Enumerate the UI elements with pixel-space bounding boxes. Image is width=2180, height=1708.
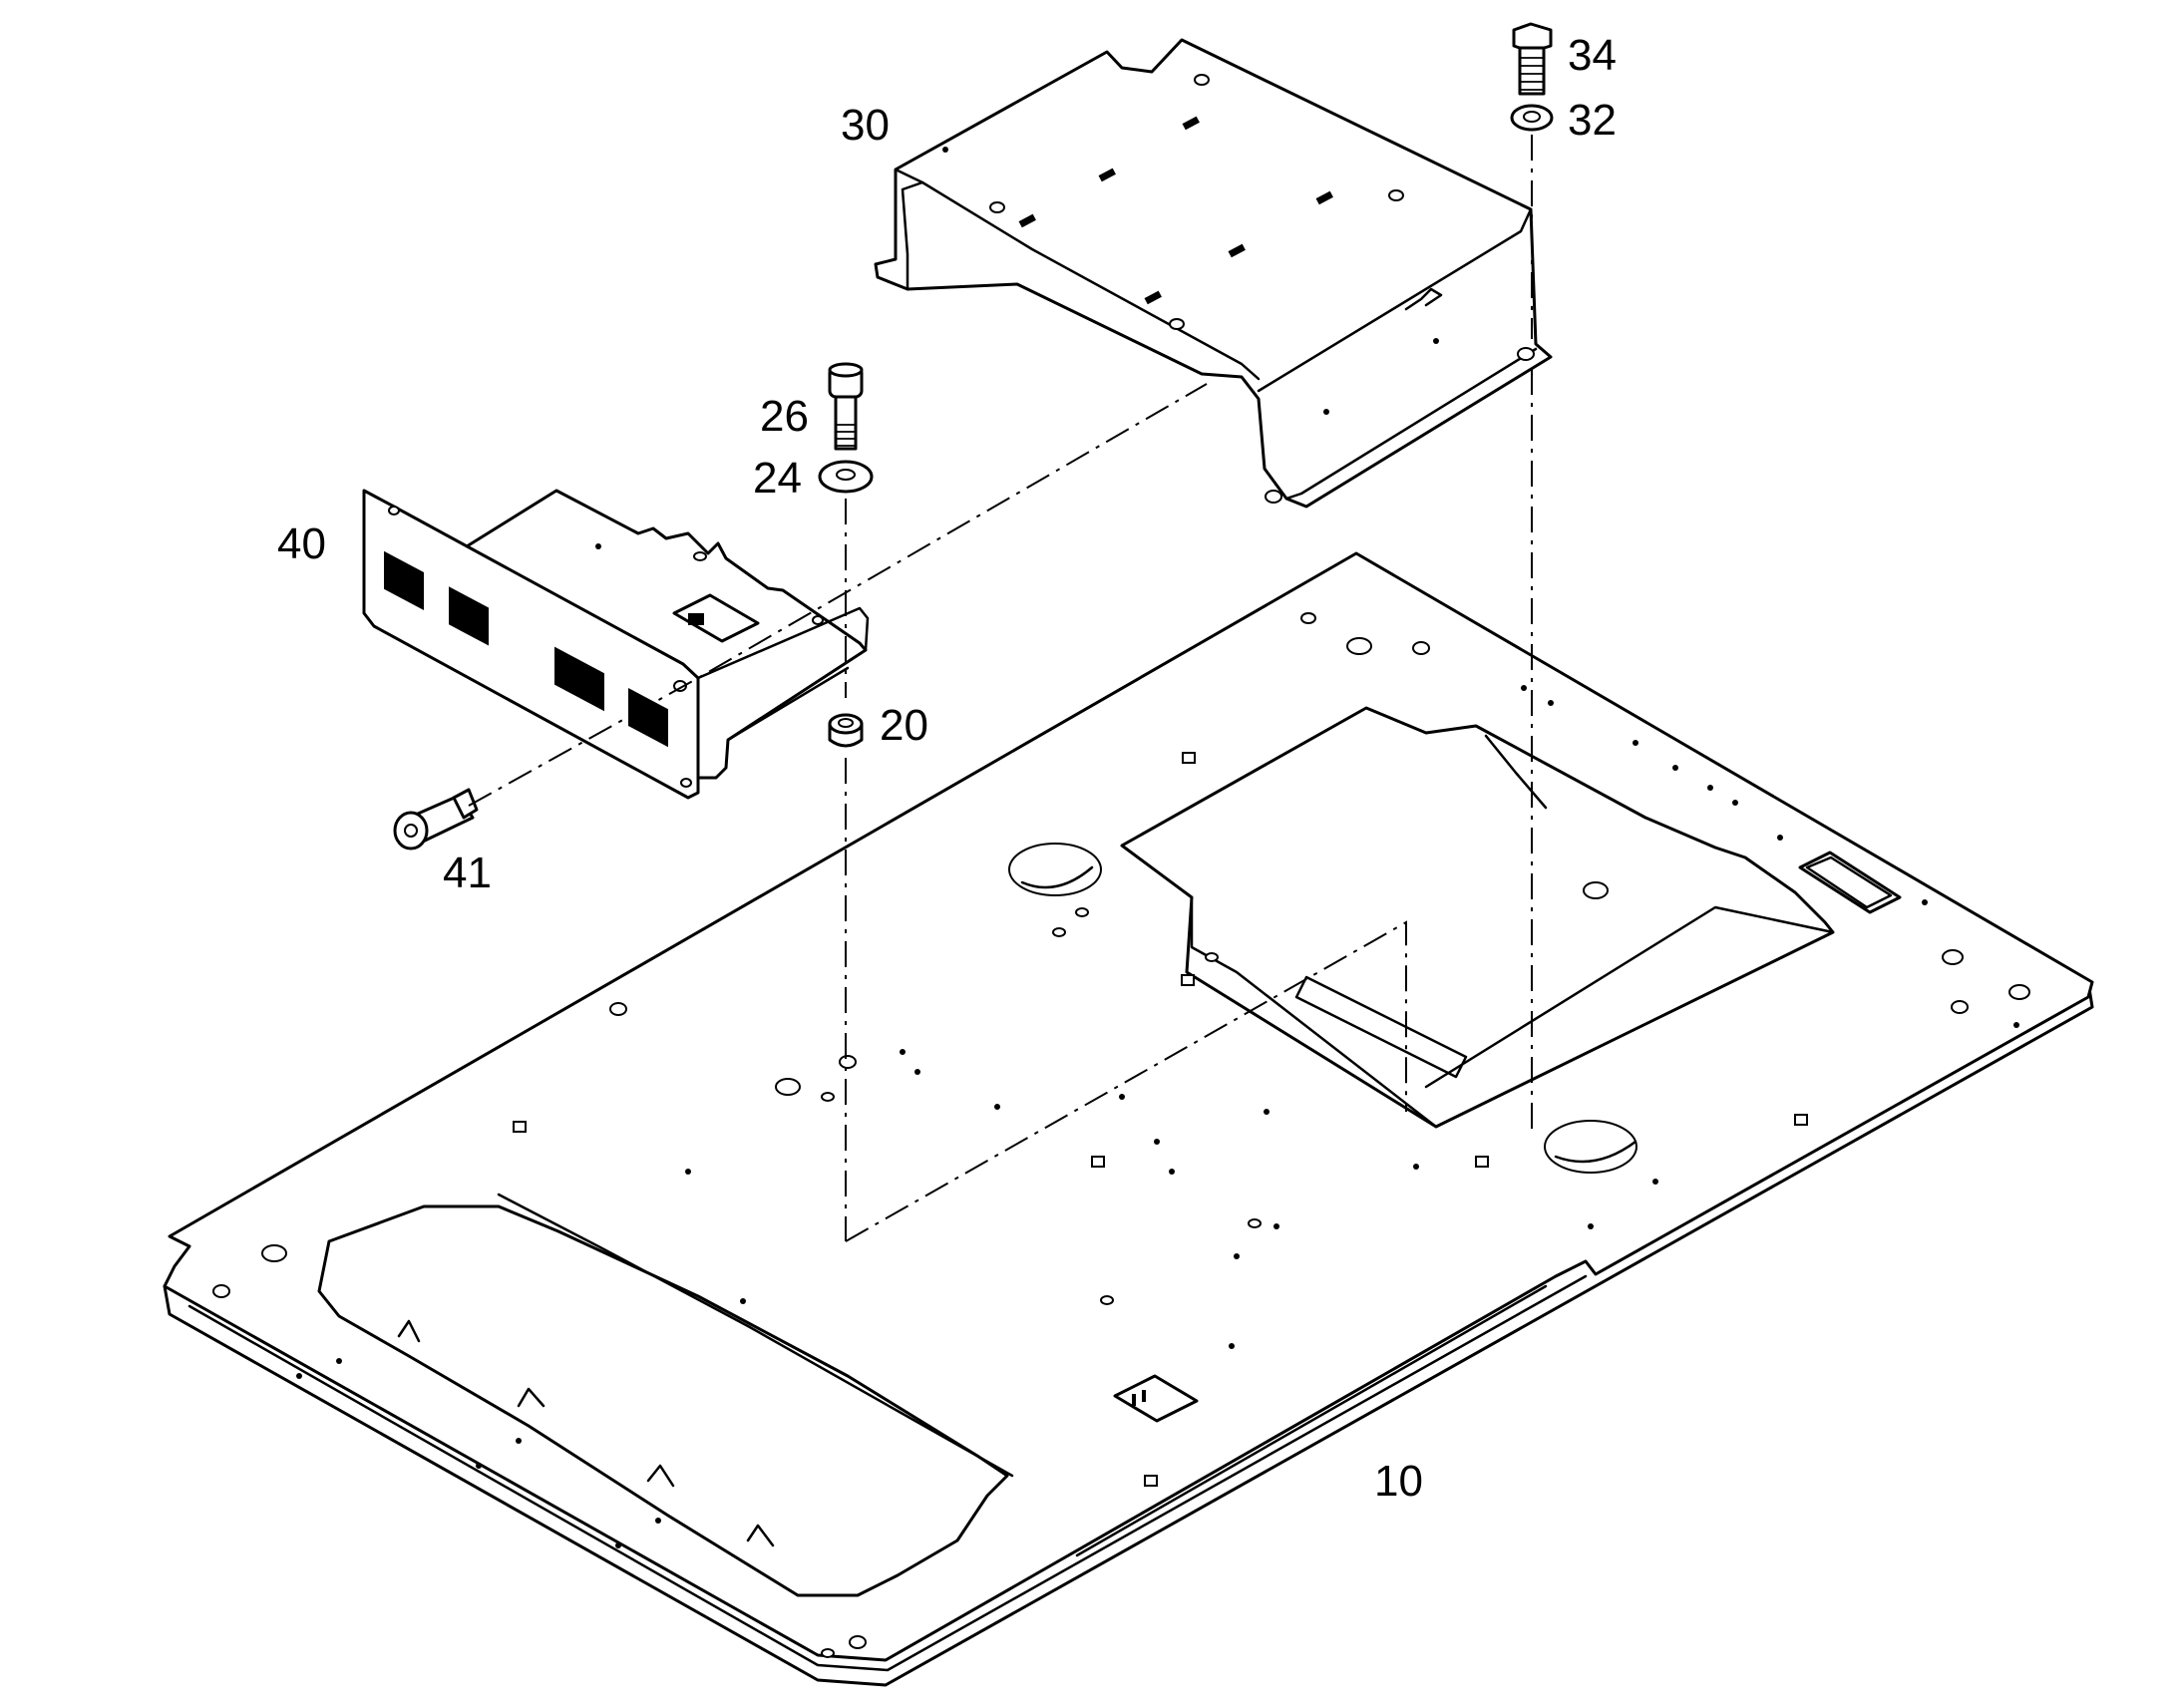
square-tabs — [513, 752, 1808, 1487]
lock-washer — [1510, 104, 1554, 132]
small-dots — [296, 685, 2019, 1548]
base-plate — [163, 551, 2094, 1687]
callout-24: 24 — [753, 454, 802, 503]
callout-34: 34 — [1568, 31, 1617, 80]
callout-32: 32 — [1568, 96, 1617, 145]
callout-41: 41 — [443, 849, 492, 897]
mounting-holes — [212, 612, 2030, 1658]
callout-40: 40 — [277, 519, 326, 568]
shoulder-screw — [828, 362, 864, 451]
callout-30: 30 — [841, 101, 890, 150]
hex-bolt — [1512, 22, 1553, 96]
upper-bracket — [874, 38, 1553, 509]
cap-screw — [393, 788, 479, 851]
front-panel — [362, 489, 870, 800]
assembly-center-lines — [468, 135, 1533, 1242]
callout-20: 20 — [880, 701, 928, 750]
vent-slots — [384, 550, 668, 748]
callout-labels: 10 20 24 26 30 32 34 40 41 — [277, 31, 1617, 1506]
washer-large — [818, 460, 874, 494]
spacer — [828, 713, 864, 748]
callout-26: 26 — [760, 392, 809, 441]
callout-10: 10 — [1374, 1457, 1423, 1506]
bracket-slots — [1018, 116, 1333, 305]
